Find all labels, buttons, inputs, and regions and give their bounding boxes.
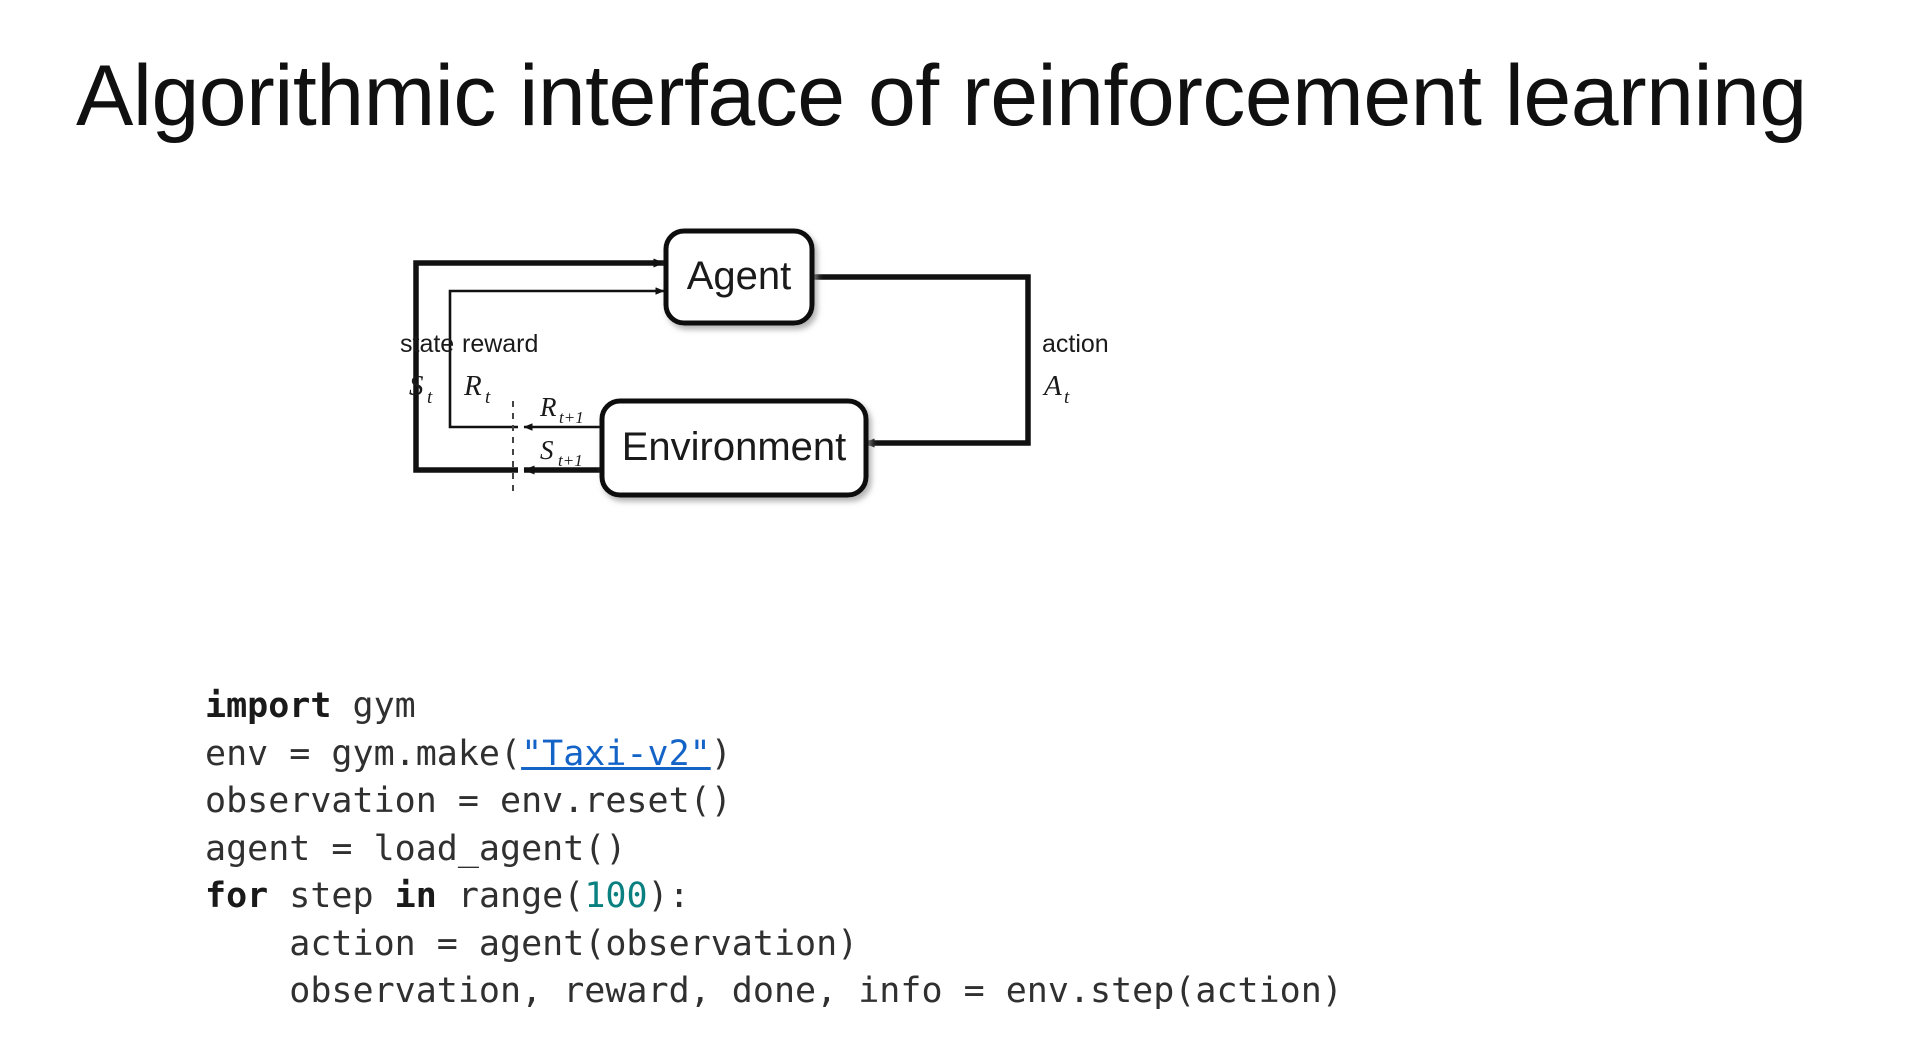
code-line: agent = load_agent() (205, 826, 1605, 874)
code-line: observation = env.reset() (205, 778, 1605, 826)
code-keyword: import (205, 686, 332, 726)
code-text: ): (647, 876, 690, 916)
environment-label: Environment (622, 425, 847, 469)
code-text: agent = load_agent() (205, 828, 627, 869)
reward-feedback-path (448, 287, 665, 429)
state-label-group: state S t (400, 330, 454, 408)
code-text: step (268, 876, 395, 916)
code-line: import gym (205, 683, 1605, 731)
code-text: action = agent(observation) (205, 923, 859, 964)
code-text: gym (331, 686, 416, 726)
reward-label-subscript: t (485, 387, 491, 408)
action-label-word: action (1042, 330, 1109, 358)
action-label-group: action A t (1042, 330, 1109, 408)
environment-node: Environment (599, 398, 869, 498)
agent-box (663, 228, 815, 326)
code-text: observation, reward, done, info = env.st… (205, 971, 1343, 1011)
reward-label-symbol: R (463, 370, 482, 402)
rl-loop-diagram-svg: Agent Environment state S t reward R t (400, 228, 1109, 498)
reward-label-group: reward R t (462, 330, 538, 408)
environment-box (599, 398, 869, 498)
next-reward-label-group: R t+1 (539, 392, 584, 427)
state-label-subscript: t (427, 387, 433, 408)
code-line: env = gym.make("Taxi-v2") (205, 731, 1605, 779)
next-reward-subscript: t+1 (559, 408, 584, 427)
action-path (812, 274, 1031, 448)
state-feedback-path (413, 258, 665, 473)
reward-label-word: reward (462, 330, 538, 358)
code-text: range( (436, 876, 585, 916)
rl-loop-diagram: Agent Environment state S t reward R t (400, 205, 1180, 525)
state-label-symbol: S (409, 370, 424, 402)
code-line: action = agent(observation) (205, 921, 1605, 969)
next-state-subscript: t+1 (558, 451, 583, 470)
agent-node: Agent (663, 228, 815, 326)
code-line: for step in range(100): (205, 873, 1605, 921)
action-label-subscript: t (1064, 387, 1070, 408)
next-state-symbol: S (540, 435, 554, 465)
code-keyword: in (394, 876, 437, 916)
agent-label: Agent (687, 254, 792, 298)
action-label-symbol: A (1042, 370, 1062, 402)
code-text: ) (710, 733, 732, 774)
code-line: observation, reward, done, info = env.st… (205, 968, 1605, 1016)
state-label-word: state (400, 330, 454, 358)
page-title: Algorithmic interface of reinforcement l… (76, 48, 1807, 144)
next-reward-symbol: R (539, 392, 557, 422)
code-text: observation = env.reset() (205, 781, 732, 821)
code-number: 100 (584, 876, 648, 916)
code-hyperlink[interactable]: "Taxi-v2" (521, 733, 711, 774)
code-keyword: for (205, 876, 269, 916)
code-text: env = gym.make( (205, 733, 522, 774)
next-state-label-group: S t+1 (540, 435, 583, 470)
